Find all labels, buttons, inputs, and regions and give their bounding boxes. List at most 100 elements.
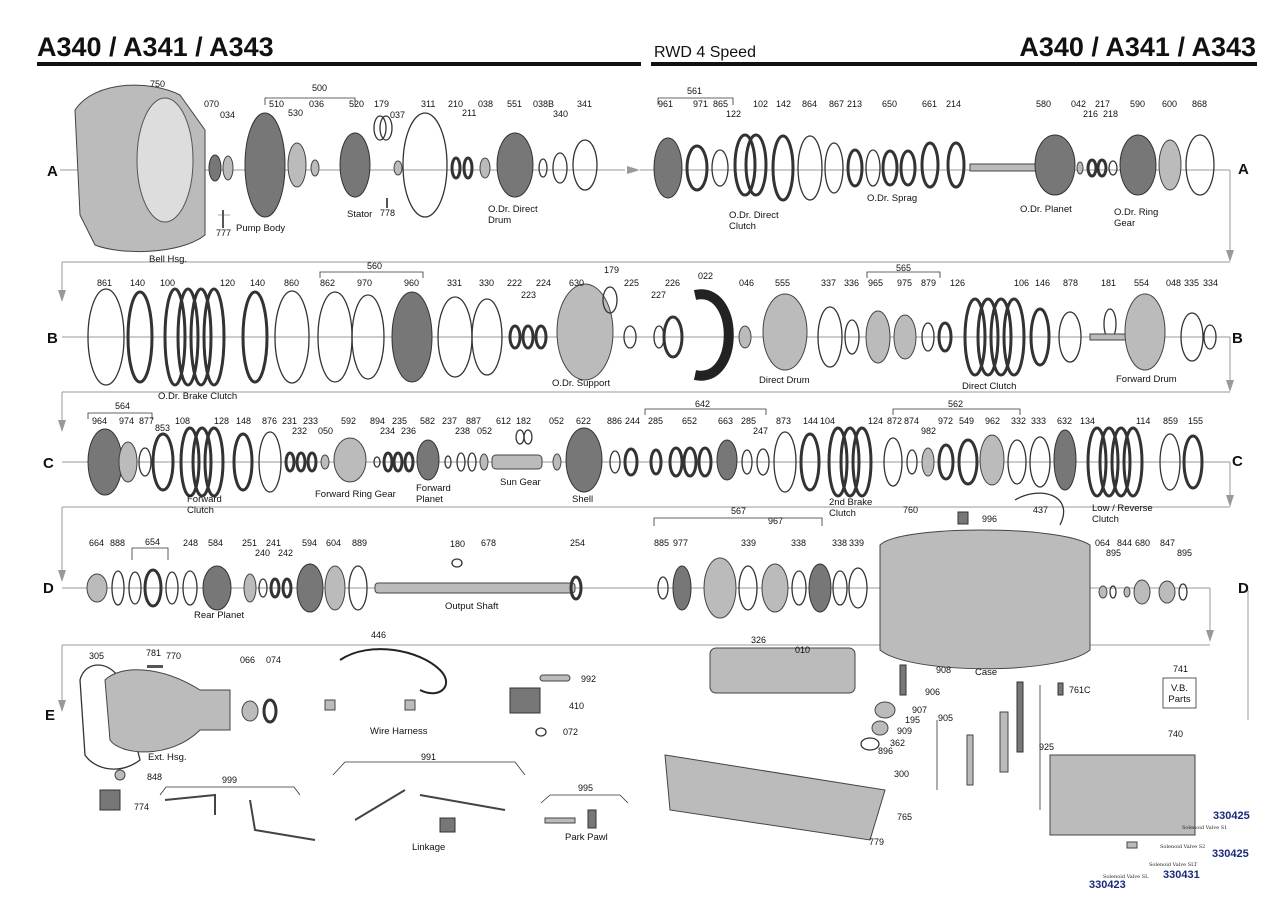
svg-text:232: 232	[292, 426, 307, 436]
svg-text:982: 982	[921, 426, 936, 436]
svg-text:339: 339	[849, 538, 864, 548]
svg-text:853: 853	[155, 423, 170, 433]
svg-text:124: 124	[868, 416, 883, 426]
svg-text:224: 224	[536, 278, 551, 288]
svg-text:446: 446	[371, 630, 386, 640]
label-sun-gear: Sun Gear	[500, 477, 541, 488]
svg-text:126: 126	[950, 278, 965, 288]
output-shaft-shape	[374, 582, 576, 594]
svg-text:991: 991	[421, 752, 436, 762]
svg-text:680: 680	[1135, 538, 1150, 548]
svg-text:210: 210	[448, 99, 463, 109]
svg-text:774: 774	[134, 802, 149, 812]
solenoid-slt-name: Solenoid Valve SLT	[1149, 862, 1198, 868]
solenoid-labels: 330425 Solenoid Valve S1 Solenoid Valve …	[1089, 810, 1250, 891]
forward-planet-shape	[416, 439, 440, 481]
svg-text:211: 211	[462, 108, 476, 118]
svg-text:251: 251	[242, 538, 257, 548]
label-odr-support: O.Dr. Support	[552, 378, 610, 389]
svg-text:877: 877	[139, 416, 154, 426]
svg-text:632: 632	[1057, 416, 1072, 426]
svg-text:046: 046	[739, 278, 754, 288]
row-c-numbers: 564 964 974 877 853 108 128 148 876 231 …	[92, 399, 1203, 436]
svg-text:223: 223	[521, 290, 536, 300]
svg-text:236: 236	[401, 426, 416, 436]
svg-text:848: 848	[147, 772, 162, 782]
svg-text:970: 970	[357, 278, 372, 288]
svg-text:975: 975	[897, 278, 912, 288]
odr-support-shape	[556, 283, 614, 381]
svg-text:864: 864	[802, 99, 817, 109]
svg-text:338: 338	[791, 538, 806, 548]
label-odr-sprag: O.Dr. Sprag	[867, 193, 917, 204]
svg-text:974: 974	[119, 416, 134, 426]
row-e-parts	[79, 647, 1196, 849]
svg-text:038: 038	[478, 99, 493, 109]
svg-text:907: 907	[912, 705, 927, 715]
svg-text:037: 037	[390, 110, 405, 120]
svg-text:622: 622	[576, 416, 591, 426]
svg-text:104: 104	[820, 416, 835, 426]
label-direct-clutch: Direct Clutch	[962, 381, 1016, 392]
stator-shape	[339, 132, 371, 198]
svg-text:520: 520	[349, 99, 364, 109]
svg-text:654: 654	[145, 537, 160, 547]
odr-ring-gear-shape	[1119, 134, 1157, 196]
svg-text:999: 999	[222, 775, 237, 785]
svg-text:889: 889	[352, 538, 367, 548]
svg-text:238: 238	[455, 426, 470, 436]
valve-body-shape	[1049, 754, 1196, 836]
svg-text:992: 992	[581, 674, 596, 684]
svg-text:510: 510	[269, 99, 284, 109]
label-forward-drum: Forward Drum	[1116, 374, 1177, 385]
header-rule-left	[37, 62, 641, 66]
svg-text:905: 905	[938, 713, 953, 723]
svg-text:337: 337	[821, 278, 836, 288]
label-odr-brake-clutch: O.Dr. Brake Clutch	[158, 391, 237, 402]
svg-text:248: 248	[183, 538, 198, 548]
label-forward-ring-gear: Forward Ring Gear	[315, 489, 396, 500]
svg-text:995: 995	[578, 783, 593, 793]
svg-text:074: 074	[266, 655, 281, 665]
svg-text:213: 213	[847, 99, 862, 109]
svg-text:254: 254	[570, 538, 585, 548]
row-letter-d: D	[43, 580, 54, 597]
label-odr-planet: O.Dr. Planet	[1020, 204, 1072, 215]
label-wire-harness: Wire Harness	[370, 726, 428, 737]
svg-text:128: 128	[214, 416, 229, 426]
svg-text:305: 305	[89, 651, 104, 661]
svg-text:592: 592	[341, 416, 356, 426]
svg-text:326: 326	[751, 635, 766, 645]
svg-text:961: 961	[658, 99, 673, 109]
direct-drum-shape	[762, 293, 808, 371]
svg-text:874: 874	[904, 416, 919, 426]
svg-text:333: 333	[1031, 416, 1046, 426]
svg-text:234: 234	[380, 426, 395, 436]
svg-text:285: 285	[741, 416, 756, 426]
svg-text:965: 965	[868, 278, 883, 288]
svg-text:561: 561	[687, 86, 702, 96]
svg-text:565: 565	[896, 263, 911, 273]
svg-text:072: 072	[563, 727, 578, 737]
svg-text:971: 971	[693, 99, 708, 109]
svg-text:226: 226	[665, 278, 680, 288]
svg-text:551: 551	[507, 99, 522, 109]
svg-text:876: 876	[262, 416, 277, 426]
svg-text:108: 108	[175, 416, 190, 426]
row-letter-e: E	[45, 707, 55, 724]
solenoid-slt-code: 330431	[1163, 869, 1200, 881]
svg-text:052: 052	[549, 416, 564, 426]
svg-text:906: 906	[925, 687, 940, 697]
svg-text:241: 241	[266, 538, 281, 548]
svg-text:285: 285	[648, 416, 663, 426]
svg-text:878: 878	[1063, 278, 1078, 288]
label-linkage: Linkage	[412, 842, 445, 853]
svg-text:862: 862	[320, 278, 335, 288]
svg-text:612: 612	[496, 416, 511, 426]
row-d-labels: Rear Planet Output Shaft Case	[194, 601, 997, 678]
svg-text:664: 664	[89, 538, 104, 548]
svg-text:338: 338	[832, 538, 847, 548]
